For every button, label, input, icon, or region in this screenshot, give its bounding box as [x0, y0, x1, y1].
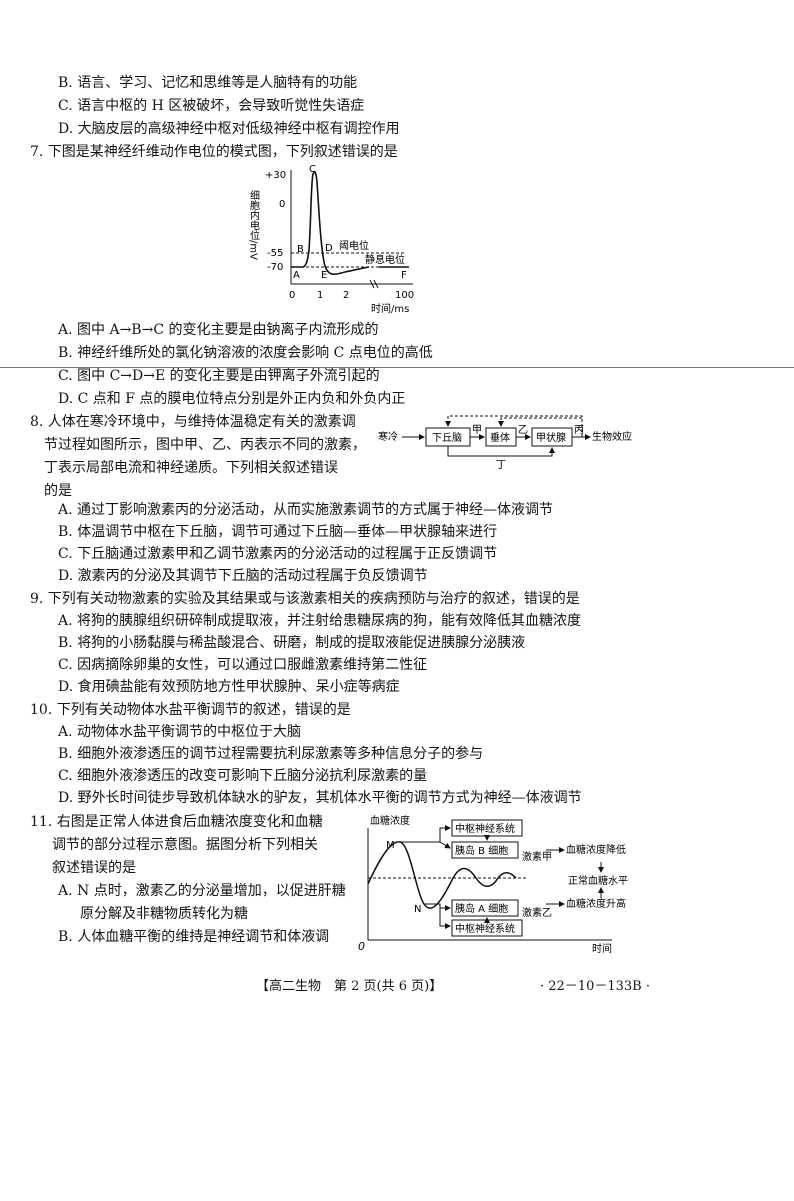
q11-cns-bottom: 中枢神经系统	[455, 922, 515, 935]
q8-label-yi: 乙	[518, 424, 528, 436]
q8-option-c: C. 下丘脑通过激素甲和乙调节激素丙的分泌活动的过程属于正反馈调节	[58, 546, 498, 562]
q7-option-d: D. C 点和 F 点的膜电位特点分别是外正内负和外负内正	[58, 391, 406, 407]
q7-rest-label: 静息电位	[365, 253, 405, 266]
q11-point-n: N	[414, 904, 421, 915]
q9-option-d: D. 食用碘盐能有效预防地方性甲状腺肿、呆小症等病症	[58, 679, 400, 695]
q11-point-m: M	[386, 840, 395, 851]
q11-beta-cell: 胰岛 B 细胞	[455, 844, 508, 857]
q11-stem-line2: 调节的部分过程示意图。据图分析下列相关	[52, 837, 318, 853]
q11-hormone-yi: 激素乙	[522, 906, 552, 919]
q11-normal-label: 正常血糖水平	[568, 874, 628, 887]
q7-point-f: F	[401, 270, 407, 281]
q7-point-c: C	[309, 164, 316, 175]
q7-xtick-0: 0	[289, 290, 295, 301]
q7-threshold-label: 阈电位	[339, 239, 369, 252]
page-footer-left: 【高二生物 第 2 页(共 6 页)】	[256, 979, 443, 994]
q7-ytick-30: +30	[265, 170, 286, 181]
q8-label-bing: 丙	[574, 425, 584, 436]
q8-stem-line4: 的是	[44, 483, 72, 499]
q11-alpha-cell: 胰岛 A 细胞	[455, 902, 508, 915]
q10-option-d: D. 野外长时间徒步导致机体缺水的驴友，其机体水平衡的调节方式为神经—体液调节	[58, 790, 582, 806]
q7-xtick-2: 2	[343, 290, 349, 301]
q8-label-jia: 甲	[472, 425, 482, 436]
q8-label-ding: 丁	[496, 460, 506, 470]
q7-xlabel: 时间/ms	[371, 302, 409, 315]
q8-effect-label: 生物效应	[592, 430, 632, 443]
q8-box-hypothalamus: 下丘脑	[432, 431, 462, 444]
page-footer-right: · 22－10－133B ·	[540, 979, 650, 994]
q11-option-a-line2: 原分解及非糖物质转化为糖	[80, 906, 248, 922]
q9-option-b: B. 将狗的小肠黏膜与稀盐酸混合、研磨，制成的提取液能促进胰腺分泌胰液	[58, 635, 526, 651]
q11-decrease-label: 血糖浓度降低	[566, 843, 626, 856]
q11-origin: 0	[358, 940, 365, 953]
q7-option-c: C. 图中 C→D→E 的变化主要是由钾离子外流引起的	[58, 368, 380, 384]
q7-xtick-1: 1	[317, 290, 323, 301]
q8-regulation-diagram: 寒冷 下丘脑 甲 垂体 乙 甲状腺 丙 生物效应 丁	[378, 415, 632, 470]
q7-ytick-70: -70	[267, 262, 283, 273]
q11-stem-line3: 叙述错误的是	[52, 860, 136, 876]
q7-ytick-0: 0	[279, 199, 285, 210]
q8-box-thyroid: 甲状腺	[536, 431, 566, 444]
q7-point-e: E	[321, 270, 327, 281]
q9-option-c: C. 因病摘除卵巢的女性，可以通过口服雌激素维持第二性征	[58, 657, 428, 673]
q6-option-c: C. 语言中枢的 H 区被破坏，会导致听觉性失语症	[58, 98, 365, 114]
q11-option-b: B. 人体血糖平衡的维持是神经调节和体液调	[58, 929, 330, 945]
q7-point-b: B	[297, 244, 304, 255]
q8-stem-line2: 节过程如图所示，图中甲、乙、丙表示不同的激素，	[44, 437, 366, 453]
q7-point-d: D	[325, 243, 333, 254]
q7-ytick-55: -55	[267, 248, 283, 259]
q8-option-b: B. 体温调节中枢在下丘脑，调节可通过下丘脑—垂体—甲状腺轴来进行	[58, 524, 498, 540]
q6-option-d: D. 大脑皮层的高级神经中枢对低级神经中枢有调控作用	[58, 121, 400, 137]
q11-increase-label: 血糖浓度升高	[566, 897, 626, 910]
q8-cold-label: 寒冷	[378, 430, 398, 443]
q7-action-potential-figure: 细胞内电位/mV +30 0 -55 -70 A B C D E F 阈电位 静…	[248, 164, 415, 315]
q10-option-a: A. 动物体水盐平衡调节的中枢位于大脑	[58, 724, 302, 740]
q7-point-a: A	[293, 270, 300, 281]
fold-line	[0, 367, 794, 368]
q11-blood-glucose-diagram: 血糖浓度 0 时间 M N 中枢神经系统 胰岛 B 细胞 激素甲 血糖浓度降低 …	[358, 814, 628, 954]
q11-cns-top: 中枢神经系统	[455, 822, 515, 835]
q7-stem: 7. 下图是某神经纤维动作电位的模式图，下列叙述错误的是	[30, 144, 398, 160]
q8-box-pituitary: 垂体	[490, 432, 510, 444]
q7-option-a: A. 图中 A→B→C 的变化主要是由钠离子内流形成的	[58, 322, 379, 338]
q11-xlabel: 时间	[592, 942, 612, 954]
q8-stem-line1: 8. 人体在寒冷环境中，与维持体温稳定有关的激素调	[30, 414, 356, 430]
q10-option-c: C. 细胞外液渗透压的改变可影响下丘脑分泌抗利尿激素的量	[58, 768, 428, 784]
q8-stem-line3: 丁表示局部电流和神经递质。下列相关叙述错误	[44, 460, 338, 476]
q6-option-b: B. 语言、学习、记忆和思维等是人脑特有的功能	[58, 75, 358, 91]
q11-option-a-line1: A. N 点时，激素乙的分泌量增加，以促进肝糖	[58, 883, 346, 899]
q8-option-a: A. 通过丁影响激素丙的分泌活动，从而实施激素调节的方式属于神经—体液调节	[58, 502, 554, 518]
q11-stem-line1: 11. 右图是正常人体进食后血糖浓度变化和血糖	[30, 814, 323, 830]
q7-ylabel: 细胞内电位/mV	[248, 189, 260, 260]
q7-option-b: B. 神经纤维所处的氯化钠溶液的浓度会影响 C 点电位的高低	[58, 345, 433, 361]
q11-hormone-jia: 激素甲	[522, 850, 552, 863]
q11-ylabel: 血糖浓度	[370, 814, 410, 827]
q9-option-a: A. 将狗的胰腺组织研碎制成提取液，并注射给患糖尿病的狗，能有效降低其血糖浓度	[58, 613, 582, 629]
q8-option-d: D. 激素丙的分泌及其调节下丘脑的活动过程属于负反馈调节	[58, 568, 428, 584]
q9-stem: 9. 下列有关动物激素的实验及其结果或与该激素相关的疾病预防与治疗的叙述，错误的…	[30, 591, 580, 607]
q7-xtick-100: 100	[395, 290, 414, 301]
q10-option-b: B. 细胞外液渗透压的调节过程需要抗利尿激素等多种信息分子的参与	[58, 746, 484, 762]
q10-stem: 10. 下列有关动物体水盐平衡调节的叙述，错误的是	[30, 702, 351, 718]
